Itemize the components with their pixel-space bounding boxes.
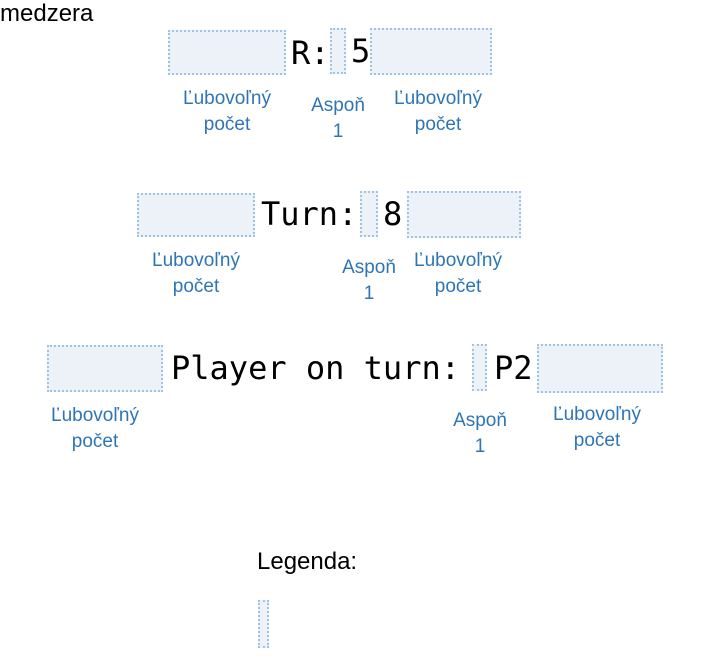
legend-title: Legenda: [257,548,358,575]
any-count-label: Ľubovoľný počet [368,86,508,137]
line-prefix-text: R: [291,33,330,72]
line-prefix-text: Player on turn: [171,348,460,387]
any-count-box [137,193,255,237]
label-line: Aspoň [311,95,365,116]
label-line: počet [203,113,251,135]
any-count-box [537,344,663,393]
line-value-text: P2 [494,348,533,387]
space-gap-box [472,344,487,391]
legend-item-label: medzera [0,0,94,27]
at-least-one-label: Aspoň 1 [430,408,530,459]
line-value-text: 5 [351,32,371,70]
any-count-label: Ľubovoľný počet [25,403,165,454]
label-line: počet [414,113,462,135]
space-gap-legend-swatch [258,600,269,648]
label-line: 1 [363,282,375,304]
label-line: počet [434,275,482,297]
line-prefix-text: Turn: [261,195,358,233]
space-gap-box [360,191,378,237]
at-least-one-label: Aspoň 1 [288,93,388,144]
label-line: Ľubovoľný [183,88,271,109]
label-line: Ľubovoľný [553,404,641,425]
at-least-one-label: Aspoň 1 [319,255,419,306]
label-line: Ľubovoľný [152,250,240,271]
label-line: Aspoň [453,410,507,431]
any-count-label: Ľubovoľný počet [126,248,266,299]
label-line: počet [172,275,220,297]
label-line: Ľubovoľný [414,250,502,271]
line-value-text: 8 [383,195,403,233]
any-count-box [47,345,163,392]
space-gap-box [330,28,346,74]
any-count-box [168,30,286,75]
label-line: 1 [332,120,344,142]
label-line: Ľubovoľný [51,405,139,426]
label-line: počet [71,430,119,452]
any-count-label: Ľubovoľný počet [388,248,528,299]
any-count-box [407,191,521,238]
label-line: Aspoň [342,257,396,278]
any-count-label: Ľubovoľný počet [157,86,297,137]
any-count-label: Ľubovoľný počet [527,402,667,453]
any-count-box [370,28,492,75]
label-line: Ľubovoľný [394,88,482,109]
label-line: 1 [474,435,486,457]
label-line: počet [573,429,621,451]
